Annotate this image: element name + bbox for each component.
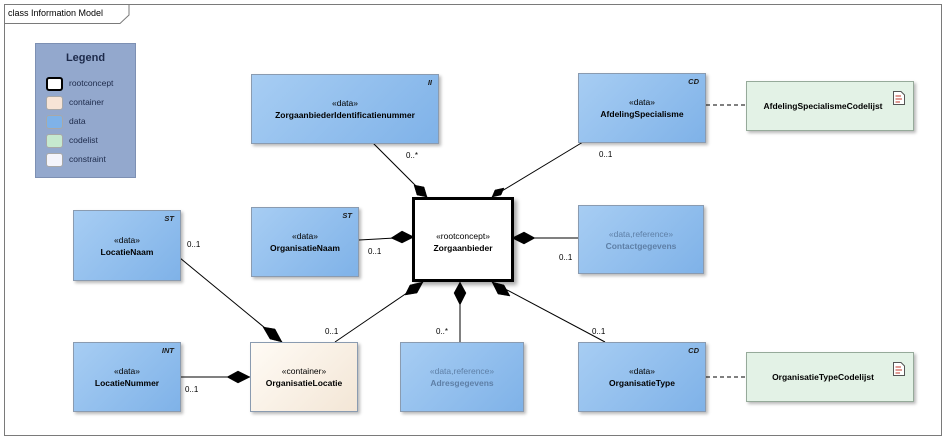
multiplicity-identificatie: 0..* xyxy=(406,151,419,160)
datatype-tag: INT xyxy=(161,346,174,355)
class-name: AfdelingSpecialismeCodelijst xyxy=(763,101,883,111)
codelist-icon xyxy=(893,362,905,376)
class-zorgaanbieder-identificatienummer[interactable]: II «data» ZorgaanbiederIdentificatienumm… xyxy=(251,74,439,144)
stereotype-label: «data» xyxy=(332,98,358,108)
class-name: Zorgaanbieder xyxy=(433,243,493,253)
legend-swatch-constraint xyxy=(46,153,63,167)
class-name: OrganisatieType xyxy=(609,378,675,388)
stereotype-label: «data» xyxy=(629,366,655,376)
stereotype-label: «data,reference» xyxy=(429,366,495,376)
datatype-tag: II xyxy=(427,78,432,87)
datatype-tag: CD xyxy=(688,77,699,86)
multiplicity-organisatienaam: 0..1 xyxy=(368,247,382,256)
frame-title: class Information Model xyxy=(8,8,104,18)
composition-diamond-organisatienaam xyxy=(390,230,415,244)
legend-label-codelist: codelist xyxy=(69,135,98,145)
composition-diamond-contactgegevens xyxy=(511,231,536,245)
multiplicity-contactgegevens: 0..1 xyxy=(559,253,573,262)
class-zorgaanbieder[interactable]: «rootconcept» Zorgaanbieder xyxy=(412,197,514,282)
legend-title: Legend xyxy=(65,52,106,64)
legend-swatch-codelist xyxy=(46,134,63,148)
multiplicity-afdeling: 0..1 xyxy=(599,150,613,159)
class-adresgegevens[interactable]: «data,reference» Adresgegevens xyxy=(400,342,524,412)
class-name: Adresgegevens xyxy=(430,378,494,388)
legend-swatch-data xyxy=(46,115,63,129)
stereotype-label: «data,reference» xyxy=(608,228,674,239)
class-name: OrganisatieLocatie xyxy=(265,378,343,388)
stereotype-label: «data» xyxy=(114,234,140,245)
legend-label-data: data xyxy=(69,116,86,126)
class-name: Contactgegevens xyxy=(605,240,677,251)
composition-diamond-organisatietype xyxy=(491,281,511,297)
class-name: OrganisatieTypeCodelijst xyxy=(772,372,874,382)
class-name: AfdelingSpecialisme xyxy=(600,109,684,119)
codelist-icon xyxy=(893,91,905,105)
legend-label-constraint: constraint xyxy=(69,154,106,164)
multiplicity-organisatielocatie: 0..1 xyxy=(325,327,339,336)
class-name: LocatieNaam xyxy=(100,246,154,257)
link-organisatietype[interactable] xyxy=(491,281,606,343)
composition-diamond-adresgegevens xyxy=(453,281,467,306)
composition-diamond-locatienummer xyxy=(226,370,251,384)
link-afdeling[interactable] xyxy=(491,141,584,198)
legend: Legend rootconcept container data codeli… xyxy=(35,43,136,178)
composition-diamond-locatienaam xyxy=(262,326,283,343)
legend-swatch-rootconcept xyxy=(46,77,63,91)
class-organisatie-naam[interactable]: ST «data» OrganisatieNaam xyxy=(251,207,359,277)
diagram-frame xyxy=(4,4,942,436)
stereotype-label: «data» xyxy=(292,231,318,241)
multiplicity-locatienummer: 0..1 xyxy=(185,385,199,394)
multiplicity-adresgegevens: 0..* xyxy=(436,327,449,336)
legend-label-rootconcept: rootconcept xyxy=(69,78,114,88)
class-afdeling-specialisme[interactable]: CD «data» AfdelingSpecialisme xyxy=(578,73,706,143)
legend-swatch-container xyxy=(46,96,63,110)
composition-diamond-organisatielocatie xyxy=(404,281,424,296)
datatype-tag: ST xyxy=(342,211,352,220)
class-locatie-naam[interactable]: ST «data» LocatieNaam xyxy=(73,210,181,281)
composition-diamond-afdeling xyxy=(491,187,505,198)
stereotype-label: «rootconcept» xyxy=(436,231,490,241)
stereotype-label: «data» xyxy=(114,366,140,376)
class-name: LocatieNummer xyxy=(94,378,160,388)
class-afdeling-specialisme-codelijst[interactable]: AfdelingSpecialismeCodelijst xyxy=(746,81,914,131)
datatype-tag: ST xyxy=(164,214,174,223)
legend-label-container: container xyxy=(69,97,104,107)
stereotype-label: «data» xyxy=(629,97,655,107)
class-contactgegevens[interactable]: «data,reference» Contactgegevens xyxy=(578,205,704,274)
class-organisatie-type-codelijst[interactable]: OrganisatieTypeCodelijst xyxy=(746,352,914,402)
class-organisatie-locatie[interactable]: «container» OrganisatieLocatie xyxy=(250,342,358,412)
class-locatie-nummer[interactable]: INT «data» LocatieNummer xyxy=(73,342,181,412)
stereotype-label: «container» xyxy=(281,366,327,376)
multiplicity-locatienaam: 0..1 xyxy=(187,240,201,249)
composition-diamond-identificatie xyxy=(413,184,428,198)
datatype-tag: CD xyxy=(688,346,699,355)
class-name: ZorgaanbiederIdentificatienummer xyxy=(275,110,415,120)
multiplicity-organisatietype: 0..1 xyxy=(592,327,606,336)
class-organisatie-type[interactable]: CD «data» OrganisatieType xyxy=(578,342,706,412)
class-name: OrganisatieNaam xyxy=(270,243,340,253)
